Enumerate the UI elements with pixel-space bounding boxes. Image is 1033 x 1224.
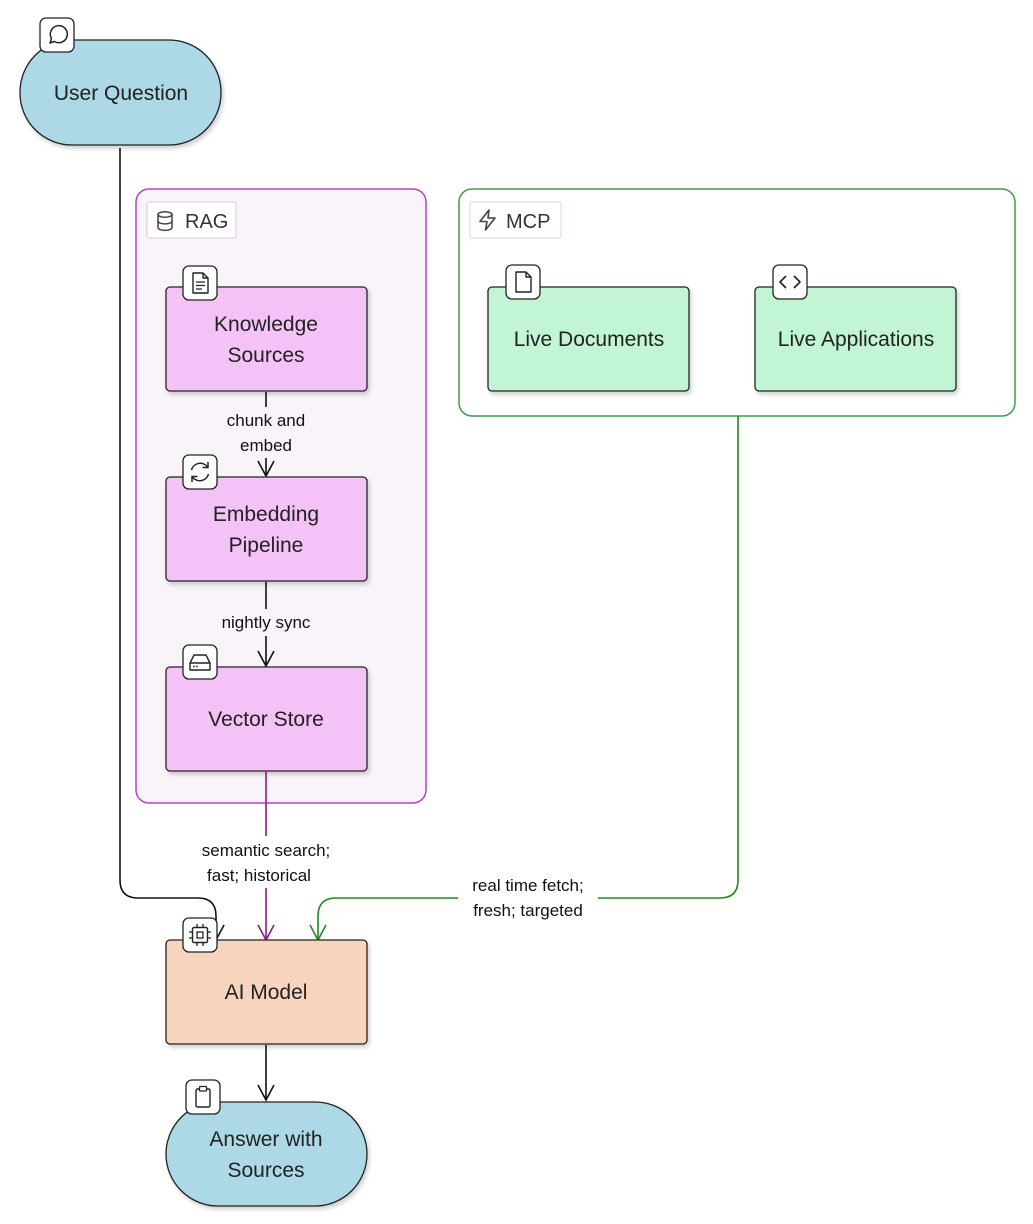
embedding-pipeline-label-2: Pipeline bbox=[229, 534, 304, 557]
embedding-pipeline-label-1: Embedding bbox=[213, 503, 319, 526]
embedding-pipeline-shape bbox=[165, 476, 368, 582]
edge-label-semantic-2: fast; historical bbox=[207, 866, 311, 885]
knowledge-sources-label-1: Knowledge bbox=[214, 313, 318, 336]
knowledge-sources-shape bbox=[165, 286, 368, 392]
cpu-icon bbox=[182, 917, 218, 953]
edges bbox=[119, 148, 739, 1102]
live-documents-label: Live Documents bbox=[514, 328, 665, 351]
node-ai-model[interactable]: AI Model bbox=[165, 939, 368, 1045]
edge-mcp-to-model bbox=[317, 416, 739, 938]
user-question-shape bbox=[19, 39, 222, 146]
edge-label-chunk-2: embed bbox=[240, 436, 292, 455]
answer-label-1: Answer with bbox=[209, 1128, 322, 1151]
message-circle-icon bbox=[39, 17, 75, 53]
mcp-group-title: MCP bbox=[506, 211, 550, 233]
edge-label-chunk-1: chunk and bbox=[227, 411, 305, 430]
edge-label-realtime-2: fresh; targeted bbox=[473, 901, 583, 920]
node-user-question[interactable]: User Question bbox=[19, 39, 222, 146]
vector-store-shape bbox=[165, 666, 368, 772]
rag-group-title: RAG bbox=[185, 211, 228, 233]
vector-store-label: Vector Store bbox=[208, 708, 324, 731]
arrowhead-answer bbox=[257, 1084, 275, 1102]
live-applications-label: Live Applications bbox=[778, 328, 934, 351]
arrowhead-nightly bbox=[257, 650, 275, 668]
code-icon bbox=[772, 264, 808, 300]
live-documents-shape bbox=[487, 286, 690, 392]
hard-drive-icon bbox=[182, 644, 218, 680]
file-icon bbox=[505, 264, 541, 300]
edge-label-realtime-1: real time fetch; bbox=[472, 876, 584, 895]
node-embedding-pipeline[interactable]: Embedding Pipeline bbox=[165, 476, 368, 582]
live-applications-shape bbox=[754, 286, 957, 392]
answer-label-2: Sources bbox=[227, 1159, 304, 1182]
user-question-label: User Question bbox=[54, 82, 188, 105]
rag-group-header bbox=[146, 201, 237, 239]
node-live-applications[interactable]: Live Applications bbox=[754, 286, 957, 392]
ai-model-label: AI Model bbox=[225, 981, 308, 1004]
node-knowledge-sources[interactable]: Knowledge Sources bbox=[165, 286, 368, 392]
knowledge-sources-label-2: Sources bbox=[227, 344, 304, 367]
arrowhead-chunk bbox=[257, 460, 275, 478]
edge-labels: chunk and embed nightly sync semantic se… bbox=[202, 411, 584, 920]
zap-icon bbox=[479, 209, 496, 231]
clipboard-icon bbox=[185, 1079, 221, 1115]
node-answer[interactable]: Answer with Sources bbox=[165, 1101, 368, 1207]
node-vector-store[interactable]: Vector Store bbox=[165, 666, 368, 772]
node-live-documents[interactable]: Live Documents bbox=[487, 286, 690, 392]
refresh-icon bbox=[182, 454, 218, 490]
edge-label-nightly: nightly sync bbox=[222, 613, 311, 632]
edge-label-semantic-1: semantic search; bbox=[202, 841, 331, 860]
edge-question-to-model bbox=[119, 148, 217, 938]
answer-shape bbox=[165, 1101, 368, 1207]
mcp-group-header bbox=[469, 201, 562, 239]
database-icon bbox=[157, 210, 173, 232]
ai-model-shape bbox=[165, 939, 368, 1045]
file-text-icon bbox=[182, 265, 218, 301]
